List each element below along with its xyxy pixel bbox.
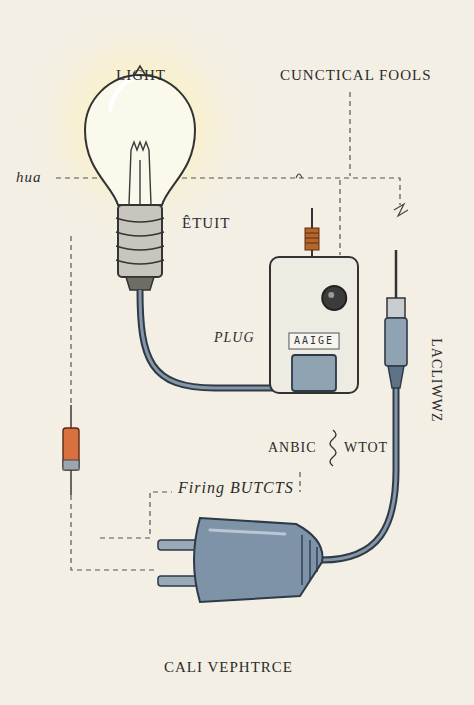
text-label: LIGHT — [116, 66, 166, 84]
bulb-glass — [85, 75, 195, 205]
plug-body — [194, 518, 322, 602]
plug-highlight — [210, 530, 285, 534]
plug-grip — [302, 535, 317, 585]
text-label: LACLIWWZ — [427, 338, 444, 422]
coil-turns — [305, 233, 319, 243]
filament — [129, 142, 151, 205]
text-label: PLUG — [214, 330, 255, 347]
bulb-threads — [116, 218, 164, 264]
connector-body — [385, 318, 407, 366]
cable — [322, 385, 396, 560]
copper-coil — [305, 228, 319, 250]
text-label: hua — [16, 168, 42, 186]
squiggle — [330, 430, 336, 466]
connector-collar — [387, 298, 405, 318]
device-box: AAIGE — [268, 255, 360, 395]
device-housing — [270, 257, 358, 393]
connector-boot — [388, 366, 404, 388]
bulb-base — [118, 205, 162, 277]
text-label: CUNCTICAL FOOLS — [280, 66, 432, 84]
text-label: ANBIC — [268, 440, 317, 457]
resistor-symbol — [63, 428, 79, 470]
text-label: Firing BUTCTS — [178, 478, 294, 497]
text-label: ÊTUIT — [182, 214, 230, 232]
bulb-contact — [126, 277, 154, 290]
device-lens — [322, 286, 346, 310]
text-label: WTOT — [344, 440, 388, 457]
device-label: AAIGE — [268, 335, 360, 346]
socket — [292, 355, 336, 391]
device-outline — [268, 255, 360, 395]
lens-glint — [328, 292, 334, 298]
wire-mark — [296, 174, 302, 178]
wire-mark — [394, 204, 408, 216]
text-label: CALI VEPHTRCE — [164, 658, 293, 676]
cable — [322, 385, 396, 560]
component-band — [63, 460, 79, 470]
connector-pin — [395, 250, 398, 300]
